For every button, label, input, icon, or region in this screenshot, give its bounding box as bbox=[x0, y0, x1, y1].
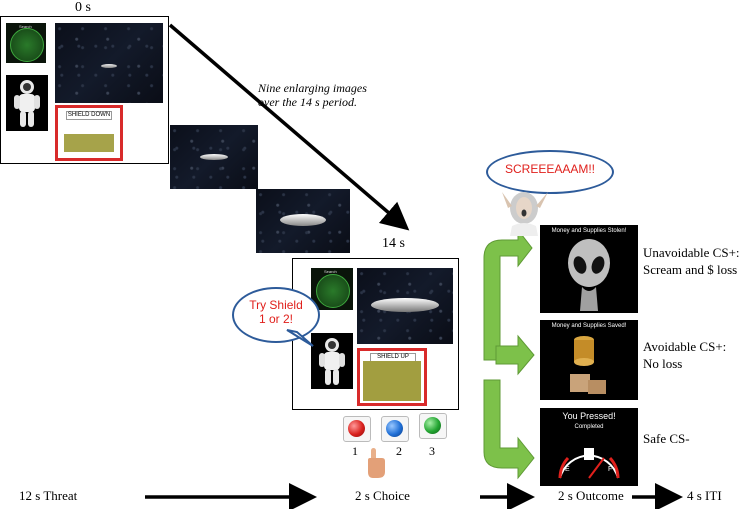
timeline-choice-label: 2 s Choice bbox=[355, 488, 410, 503]
screaming-woman-image bbox=[502, 192, 548, 236]
time-end-label: 14 s bbox=[382, 236, 405, 251]
enlarging-images-annotation: Nine enlarging images over the 14 s peri… bbox=[258, 81, 367, 109]
outcome-label-line2: No loss bbox=[643, 356, 683, 371]
ufo-icon bbox=[280, 214, 326, 226]
timeline-iti-label: 4 s ITI bbox=[687, 488, 722, 503]
blue-button-icon bbox=[386, 420, 403, 437]
alien-icon bbox=[568, 239, 610, 311]
timeline-threat-label: 12 s Threat bbox=[19, 488, 78, 503]
scream-text: SCREEEAAAM!! bbox=[504, 162, 596, 176]
shield-status-label: SHIELD DOWN bbox=[66, 111, 112, 120]
outcome-title: Money and Supplies Stolen! bbox=[551, 228, 627, 234]
outcome-screen-saved: Money and Supplies Saved! bbox=[540, 320, 638, 400]
response-button-3[interactable] bbox=[419, 413, 447, 439]
scream-bubble bbox=[486, 150, 614, 194]
ufo-icon bbox=[371, 298, 439, 312]
coins-and-boxes-icon bbox=[570, 336, 606, 394]
shield-field bbox=[64, 134, 114, 152]
green-branch-arrows bbox=[483, 228, 535, 480]
astronaut-icon bbox=[319, 338, 345, 385]
gauge-label-f: F bbox=[608, 466, 613, 473]
shield-field bbox=[363, 361, 421, 401]
initial-task-frame: Search SHIELD DOWN bbox=[0, 16, 169, 164]
outcome-label-line2: Scream and $ loss bbox=[643, 262, 738, 277]
radar-circle-icon bbox=[316, 274, 350, 308]
fuel-gauge-icon bbox=[558, 448, 620, 479]
green-button-icon bbox=[424, 417, 441, 434]
outcome-label-line1: Avoidable CS+: bbox=[643, 339, 727, 354]
outcome-title: You Pressed! bbox=[562, 411, 616, 421]
intermediate-frame-1 bbox=[170, 125, 258, 189]
ufo-icon bbox=[200, 154, 228, 160]
red-button-icon bbox=[348, 420, 365, 437]
astronaut-image bbox=[6, 75, 48, 131]
space-view bbox=[55, 23, 163, 103]
outcome-label-avoidable: Avoidable CS+: No loss bbox=[643, 338, 726, 372]
radar-label: Search bbox=[324, 269, 337, 274]
progression-arrow bbox=[168, 23, 410, 231]
outcome-subtitle: Completed bbox=[574, 424, 604, 430]
outcome-screen-safe: You Pressed! Completed E F bbox=[540, 408, 638, 486]
radar-label: Search bbox=[19, 24, 32, 29]
pointing-hand-icon bbox=[368, 448, 385, 478]
outcome-label-line1: Unavoidable CS+: bbox=[643, 245, 740, 260]
astronaut-icon bbox=[14, 80, 40, 127]
ufo-icon bbox=[101, 64, 117, 68]
button-number-2: 2 bbox=[396, 444, 402, 458]
button-number-3: 3 bbox=[429, 444, 435, 458]
try-shield-line2: 1 or 2! bbox=[258, 312, 294, 326]
astronaut-image bbox=[311, 333, 353, 389]
radar-screen: Search bbox=[311, 268, 353, 310]
bubble-tail-icon bbox=[286, 329, 314, 347]
response-button-2[interactable] bbox=[381, 416, 409, 442]
radar-screen: Search bbox=[6, 23, 46, 63]
timeline-outcome-label: 2 s Outcome bbox=[558, 488, 624, 503]
outcome-title: Money and Supplies Saved! bbox=[551, 323, 627, 329]
outcome-label-safe: Safe CS- bbox=[643, 430, 690, 447]
space-view bbox=[357, 268, 453, 344]
intermediate-frame-2 bbox=[256, 189, 350, 253]
shield-panel: SHIELD DOWN bbox=[55, 105, 123, 161]
shield-panel: SHIELD UP bbox=[357, 348, 427, 406]
try-shield-line1: Try Shield bbox=[249, 298, 303, 312]
time-start-label: 0 s bbox=[75, 0, 91, 15]
try-shield-text: Try Shield 1 or 2! bbox=[232, 298, 320, 326]
radar-circle-icon bbox=[10, 28, 44, 62]
outcome-label-unavoidable: Unavoidable CS+: Scream and $ loss bbox=[643, 244, 740, 278]
outcome-label-line1: Safe CS- bbox=[643, 431, 690, 446]
button-number-1: 1 bbox=[352, 444, 358, 458]
final-task-frame: Search SHIELD UP bbox=[292, 258, 459, 410]
try-shield-bubble bbox=[232, 287, 320, 343]
outcome-screen-stolen: Money and Supplies Stolen! bbox=[540, 225, 638, 313]
gauge-label-e: E bbox=[565, 466, 570, 473]
response-button-1[interactable] bbox=[343, 416, 371, 442]
